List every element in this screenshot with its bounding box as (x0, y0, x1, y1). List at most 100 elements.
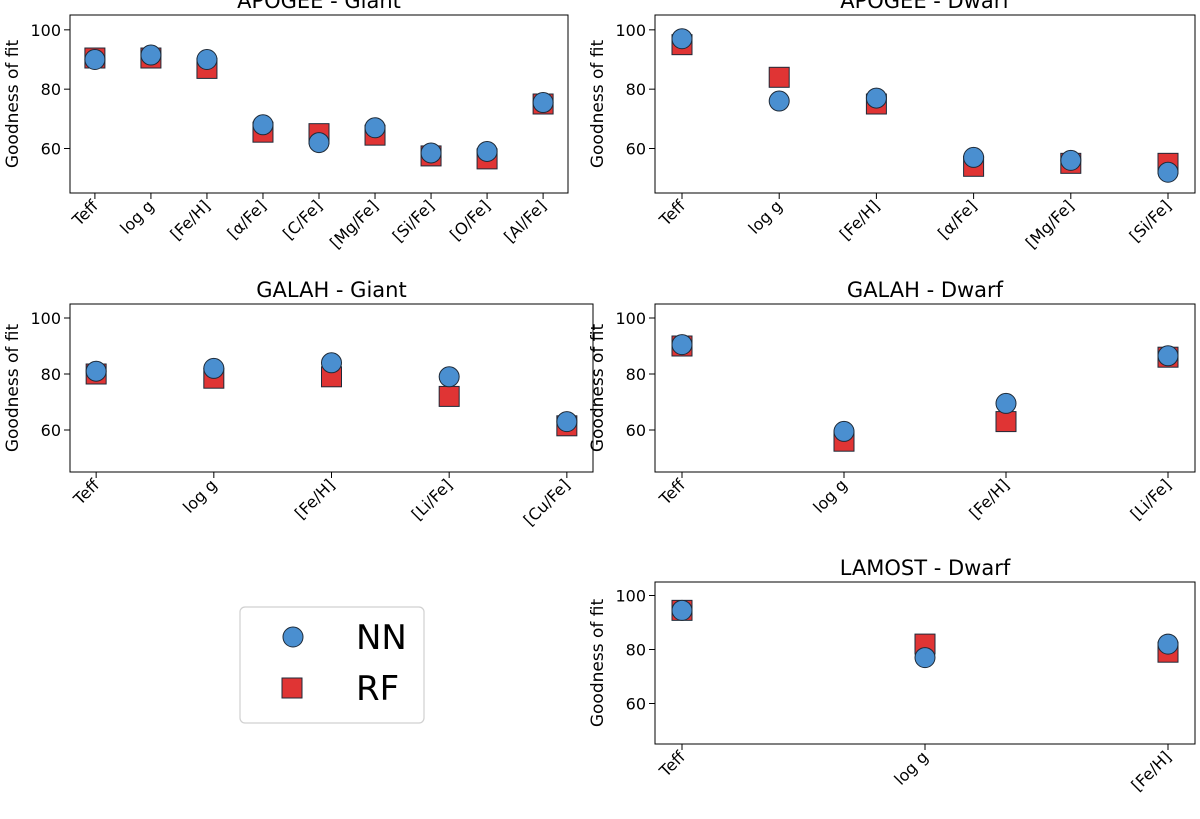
plot-frame (654, 14, 1196, 194)
x-tick-label: [Al/Fe] (500, 196, 550, 246)
y-tick-label: 80 (626, 80, 646, 99)
y-tick-label: 60 (41, 421, 61, 440)
y-tick-label: 100 (615, 21, 646, 40)
y-tick-label: 60 (626, 695, 646, 714)
panel-title: GALAH - Giant (256, 278, 406, 302)
x-tick-label: log g (745, 196, 786, 237)
y-axis-label: Goodness of fit (588, 599, 608, 728)
y-tick-label: 100 (30, 309, 61, 328)
y-tick-label: 80 (626, 641, 646, 660)
nn-point (85, 360, 107, 382)
nn-point (914, 647, 936, 669)
nn-point (995, 392, 1017, 414)
y-axis-label: Goodness of fit (3, 40, 23, 169)
x-tick-label: log g (116, 196, 157, 237)
nn-point (364, 117, 386, 139)
legend-nn-label: NN (356, 618, 407, 658)
y-tick-label: 60 (626, 140, 646, 159)
y-axis-label: Goodness of fit (588, 324, 608, 453)
x-tick-label: [Li/Fe] (408, 475, 456, 523)
panel-title: GALAH - Dwarf (847, 278, 1004, 302)
nn-point (1157, 345, 1179, 367)
nn-point (420, 142, 442, 164)
x-tick-label: Teff (655, 475, 690, 510)
nn-point (768, 90, 790, 112)
x-tick-label: Teff (655, 196, 690, 231)
rf-point (768, 66, 790, 88)
x-tick-label: [Li/Fe] (1126, 475, 1174, 523)
y-axis-label: Goodness of fit (3, 324, 23, 453)
rf-point (438, 385, 460, 407)
x-tick-label: [Fe/H] (166, 196, 213, 243)
plot-frame (654, 303, 1196, 473)
nn-point (321, 352, 342, 374)
nn-point (196, 49, 218, 70)
legend-nn-marker (282, 626, 304, 648)
x-tick-label: [Si/Fe] (389, 196, 438, 245)
x-tick-label: [α/Fe] (934, 196, 980, 242)
nn-point (308, 132, 330, 154)
x-tick-label: [Cu/Fe] (520, 475, 574, 529)
x-tick-label: log g (890, 747, 931, 788)
y-tick-label: 60 (41, 140, 61, 159)
nn-point (476, 140, 498, 162)
x-tick-label: [C/Fe] (279, 196, 326, 243)
y-axis-label: Goodness of fit (588, 40, 608, 169)
nn-point (532, 92, 554, 114)
nn-point (140, 44, 162, 66)
panel-title: APOGEE - Dwarf (840, 0, 1010, 13)
nn-point (438, 366, 460, 388)
nn-point (203, 357, 225, 379)
nn-point (671, 599, 693, 621)
y-tick-label: 80 (626, 365, 646, 384)
x-tick-label: Teff (655, 747, 690, 782)
y-tick-label: 60 (626, 421, 646, 440)
x-tick-label: log g (179, 475, 220, 516)
x-tick-label: [α/Fe] (223, 196, 269, 242)
panel-title: LAMOST - Dwarf (840, 556, 1011, 580)
y-tick-label: 100 (615, 309, 646, 328)
nn-point (1157, 633, 1179, 655)
x-tick-label: log g (809, 475, 850, 516)
panel-title: APOGEE - Giant (237, 0, 401, 13)
plot-frame (69, 303, 594, 473)
x-tick-label: Teff (68, 196, 103, 231)
x-tick-label: [Fe/H] (291, 475, 338, 522)
x-tick-label: [Fe/H] (965, 475, 1012, 522)
nn-point (1060, 149, 1082, 171)
x-tick-label: [Fe/H] (836, 196, 883, 243)
legend: NN RF (239, 606, 425, 724)
y-tick-label: 80 (41, 365, 61, 384)
nn-point (556, 411, 578, 433)
x-tick-label: [Mg/Fe] (1022, 196, 1078, 252)
nn-point (833, 420, 855, 442)
rf-point (995, 411, 1017, 433)
nn-point (671, 334, 693, 356)
x-tick-label: Teff (69, 475, 104, 510)
x-tick-label: [Fe/H] (1127, 747, 1174, 794)
plot-frame (69, 14, 569, 194)
x-tick-label: [O/Fe] (446, 196, 494, 244)
y-tick-label: 100 (30, 21, 61, 40)
nn-point (671, 28, 693, 50)
y-tick-label: 100 (615, 587, 646, 606)
nn-point (963, 146, 985, 168)
y-tick-label: 80 (41, 80, 61, 99)
plot-frame (654, 581, 1196, 745)
nn-point (865, 87, 887, 109)
legend-rf-label: RF (356, 669, 399, 709)
nn-point (1157, 161, 1179, 183)
x-tick-label: [Mg/Fe] (326, 196, 382, 252)
nn-point (84, 49, 106, 70)
nn-point (252, 114, 274, 136)
legend-rf-marker (281, 677, 303, 699)
x-tick-label: [Si/Fe] (1126, 196, 1175, 245)
